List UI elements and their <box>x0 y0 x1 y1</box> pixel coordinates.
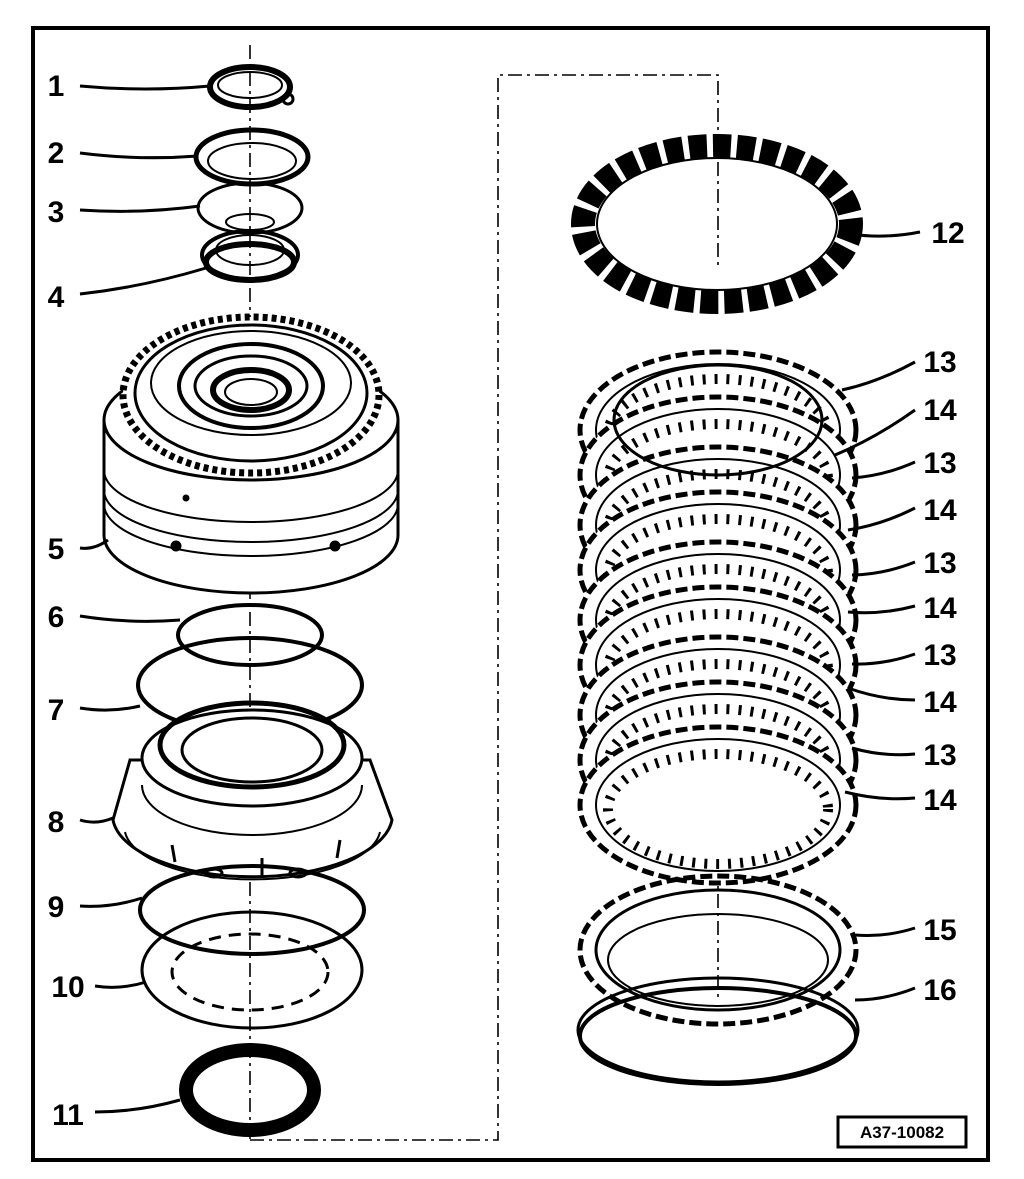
figure-id: A37-10082 <box>860 1123 944 1142</box>
leader-line-4 <box>79 266 207 296</box>
part-5-clutch-drum <box>102 313 400 595</box>
leader-line-15 <box>854 926 916 937</box>
callout-14: 14 <box>923 394 957 427</box>
callout-11: 11 <box>52 1099 84 1132</box>
leader-line-12 <box>849 230 921 238</box>
diagram-frame <box>31 26 990 1162</box>
leader-line-14 <box>847 604 916 615</box>
callout-14: 14 <box>923 784 957 817</box>
leader-lines <box>79 84 921 1114</box>
leader-line-1 <box>79 84 211 91</box>
part-1-snap-ring <box>207 64 295 110</box>
part-8-piston <box>111 700 394 881</box>
callout-13: 13 <box>923 739 956 772</box>
callout-16: 16 <box>923 974 956 1007</box>
callout-13: 13 <box>923 639 956 672</box>
leader-line-6 <box>79 614 181 623</box>
leader-line-3 <box>79 204 201 213</box>
part-12-lined-disc <box>571 134 863 314</box>
leader-line-14 <box>847 506 916 532</box>
part-11-thrust-ring <box>179 1043 321 1137</box>
callout-7: 7 <box>48 694 65 727</box>
callout-10: 10 <box>51 971 84 1004</box>
part-15-end-plate <box>577 873 859 1027</box>
callout-14: 14 <box>923 592 957 625</box>
part-2-sealing-ring <box>193 127 311 187</box>
leader-line-14 <box>847 686 916 702</box>
leader-line-16 <box>854 986 916 1002</box>
callout-14: 14 <box>923 686 957 719</box>
callout-8: 8 <box>48 806 65 839</box>
callout-12: 12 <box>931 217 964 250</box>
callout-1: 1 <box>48 70 65 103</box>
callout-15: 15 <box>923 914 956 947</box>
callout-13: 13 <box>923 447 956 480</box>
leader-line-13 <box>851 652 916 666</box>
top-plate-opening <box>612 363 824 477</box>
leader-line-13 <box>851 746 916 757</box>
callout-9: 9 <box>48 891 65 924</box>
callout-4: 4 <box>48 281 65 314</box>
part-16-snap-ring <box>576 976 860 1086</box>
plate-9 <box>577 724 859 886</box>
part-4-thrust-washer <box>200 229 300 283</box>
leader-line-2 <box>79 151 199 160</box>
callout-14: 14 <box>923 494 957 527</box>
leader-line-5 <box>79 538 109 550</box>
plate-stack <box>577 349 859 886</box>
callout-5: 5 <box>48 533 65 566</box>
leader-line-8 <box>79 816 114 824</box>
figure-id-box: A37-10082 <box>836 1115 968 1149</box>
leader-line-14 <box>834 408 916 457</box>
leader-line-11 <box>94 1098 181 1114</box>
leader-line-13 <box>841 360 916 392</box>
part-9-ring <box>138 864 366 956</box>
leader-line-14 <box>844 790 916 801</box>
callout-13: 13 <box>923 547 956 580</box>
leader-line-7 <box>79 704 141 712</box>
leader-line-10 <box>94 980 147 989</box>
leader-line-13 <box>851 560 916 577</box>
part-10-diaphragm-spring <box>140 910 364 1030</box>
leader-line-9 <box>79 896 143 908</box>
leader-line-13 <box>851 460 916 480</box>
callout-3: 3 <box>48 196 65 229</box>
callout-13: 13 <box>923 346 956 379</box>
part-6-o-ring <box>176 603 324 667</box>
callout-6: 6 <box>48 601 65 634</box>
callout-2: 2 <box>48 137 65 170</box>
